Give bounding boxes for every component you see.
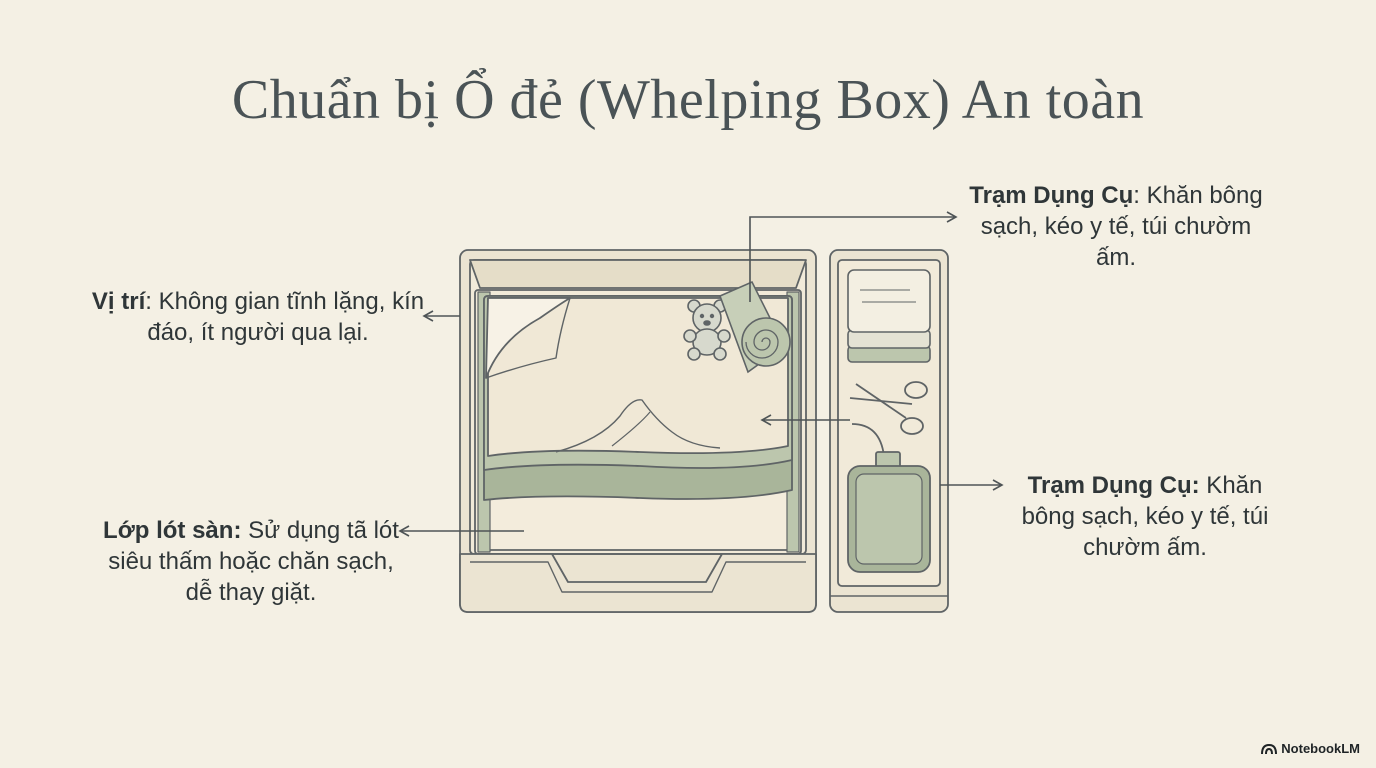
callout-arrows bbox=[398, 211, 1004, 537]
callout-tools-top-text: : Khăn bông sạch, kéo y tế, túi chườm ấm… bbox=[980, 182, 1263, 271]
page-title: Chuẩn bị Ổ đẻ (Whelping Box) An toàn bbox=[231, 69, 1145, 131]
scissors-icon bbox=[849, 381, 928, 435]
callout-tool-station-top: Trạm Dụng Cụ: Khăn bông sạch, kéo y tế, … bbox=[960, 180, 1272, 273]
teddy-bear-icon bbox=[683, 299, 731, 361]
callout-tools-mid-text: Khăn bông sạch, kéo y tế, túi chườm ấm. bbox=[1021, 472, 1269, 561]
hot-water-bag-icon bbox=[847, 423, 931, 573]
callout-location-label: Vị trí bbox=[91, 288, 146, 315]
notebooklm-logo-icon bbox=[1261, 743, 1278, 754]
callout-location: Vị trí: Không gian tĩnh lặng, kín đáo, í… bbox=[88, 286, 428, 348]
callout-tools-top-label: Trạm Dụng Cụ bbox=[969, 182, 1134, 209]
brand-name: NotebookLM bbox=[1281, 741, 1360, 756]
arrow-tools-top bbox=[749, 211, 958, 302]
callout-tool-station-side: Trạm Dụng Cụ: Khăn bông sạch, kéo y tế, … bbox=[1000, 470, 1290, 563]
callout-floor-label: Lớp lót sàn: bbox=[103, 517, 242, 544]
folded-towels-icon bbox=[847, 269, 931, 363]
callout-location-text: : Không gian tĩnh lặng, kín đáo, ít ngườ… bbox=[145, 288, 425, 346]
notebooklm-brand: NotebookLM bbox=[1261, 741, 1360, 756]
rolled-towel-icon bbox=[718, 280, 791, 374]
callout-floor-text: Sử dụng tã lót siêu thấm hoặc chăn sạch,… bbox=[108, 517, 399, 606]
callout-tools-mid-label: Trạm Dụng Cụ: bbox=[1027, 472, 1200, 499]
callout-floor-lining: Lớp lót sàn: Sử dụng tã lót siêu thấm ho… bbox=[96, 515, 406, 608]
